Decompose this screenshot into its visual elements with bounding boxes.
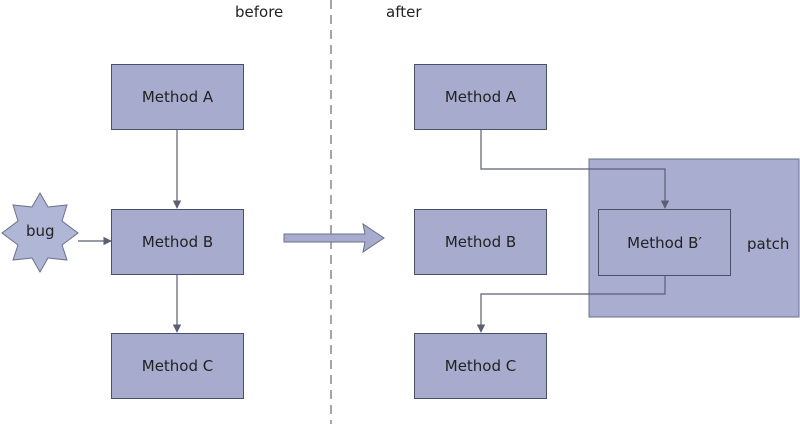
after-method-c-label: Method C <box>444 357 517 375</box>
bug-label: bug <box>26 222 55 240</box>
before-method-c-label: Method C <box>141 357 214 375</box>
arrow-b-prime-to-c <box>476 276 666 333</box>
arrow-a-to-b-prime <box>480 130 670 209</box>
before-method-a-box: Method A <box>111 64 244 130</box>
transition-arrow <box>283 222 385 254</box>
after-method-a-box: Method A <box>414 64 547 130</box>
bug-star-shape <box>1 191 79 274</box>
after-method-b-prime-label: Method B′ <box>627 233 702 252</box>
after-method-a-label: Method A <box>444 88 517 106</box>
before-method-a-label: Method A <box>141 88 214 106</box>
after-header: after <box>386 3 422 21</box>
before-header: before <box>235 3 284 21</box>
after-method-b-box: Method B <box>414 209 547 275</box>
before-method-b-label: Method B <box>141 233 214 251</box>
before-method-b-box: Method B <box>111 209 244 275</box>
after-method-b-prime-box: Method B′ <box>598 209 731 276</box>
after-method-b-label: Method B <box>444 233 517 251</box>
before-method-c-box: Method C <box>111 333 244 399</box>
patch-label: patch <box>747 235 790 253</box>
after-method-c-box: Method C <box>414 333 547 399</box>
